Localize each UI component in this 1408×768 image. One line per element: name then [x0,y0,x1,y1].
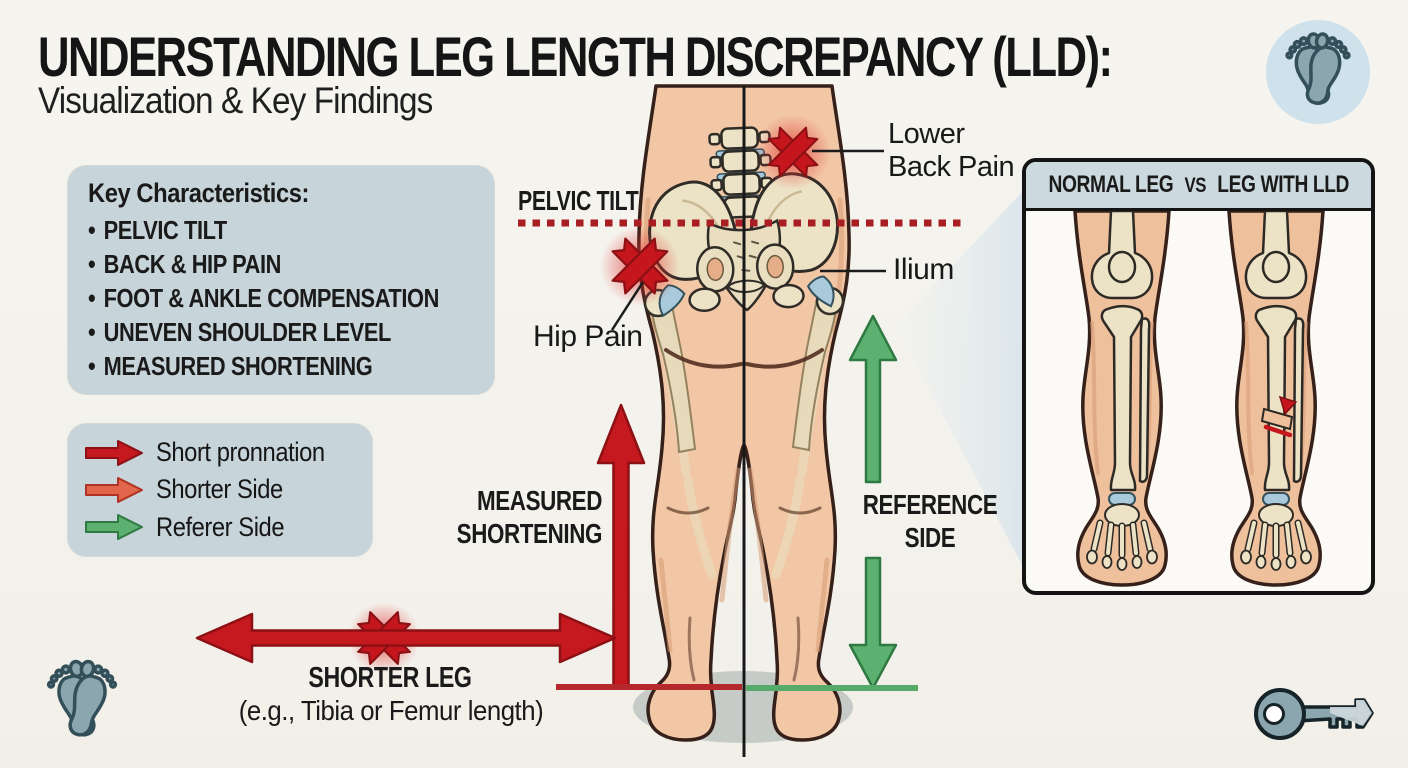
hip-pain-mark [600,226,680,306]
shorter-leg-label: SHORTER LEG [308,662,472,694]
lower-back-pain-mark [755,114,831,190]
normal-leg [1073,211,1171,587]
list-item: •UNEVEN SHOULDER LEVEL [88,317,391,347]
orange-arrow-icon [85,476,143,503]
reference-side-label-line1: REFERENCE [862,489,998,520]
pelvic-tilt-label: PELVIC TILT [518,185,639,216]
legend-item: Short pronnation [82,436,358,470]
legend-box: Short pronnation Shorter Side Referer Si… [68,424,372,556]
header-normal-leg: NORMAL LEG [1048,171,1174,198]
light-beam [896,192,1022,565]
list-item: •PELVIC TILT [88,215,227,245]
legend-item: Shorter Side [82,473,358,507]
list-item: •MEASURED SHORTENING [88,351,373,381]
legend-label: Short pronnation [156,437,325,468]
footprints-icon [1266,20,1370,124]
comparison-panel-header: NORMAL LEG VS LEG WITH LLD [1026,162,1371,211]
red-arrow-icon [85,439,143,466]
shorter-leg-note: (e.g., Tibia or Femur length) [238,695,544,726]
hip-pain-label: Hip Pain [533,320,643,353]
lower-back-pain-label-line1: Lower [888,118,965,150]
pointer-lines [610,149,886,331]
header-leg-with-lld: LEG WITH LLD [1217,171,1349,198]
key-characteristics-list: •PELVIC TILT •BACK & HIP PAIN •FOOT & AN… [88,213,474,383]
reference-side-label-line2: SIDE [904,522,956,553]
ilium-label: Ilium [893,253,954,286]
legend-label: Shorter Side [156,474,283,505]
key-icon [1254,688,1374,740]
measured-shortening-arrow [596,403,646,689]
legend-label: Referer Side [156,511,285,542]
key-characteristics-box: Key Characteristics: •PELVIC TILT •BACK … [68,166,494,394]
green-arrow-icon [85,514,143,541]
list-item: •FOOT & ANKLE COMPENSATION [88,283,439,313]
comparison-panel: NORMAL LEG VS LEG WITH LLD [1022,158,1375,595]
lld-leg [1227,211,1325,587]
lower-back-pain-label-line2: Back Pain [888,151,1015,183]
legend-item: Referer Side [82,510,358,544]
page-title: UNDERSTANDING LEG LENGTH DISCREPANCY (LL… [38,25,1113,88]
page-subtitle: Visualization & Key Findings [38,80,433,121]
header-vs: VS [1184,174,1206,197]
measured-shortening-label-line1: MEASURED [477,485,602,516]
body-figure [637,84,851,742]
shorter-leg-arrow [195,612,617,664]
measured-shortening-label-line2: SHORTENING [456,518,603,549]
footprints-icon [46,659,118,737]
leg-comparison-illustration [1073,211,1325,587]
key-characteristics-heading: Key Characteristics: [88,178,310,208]
list-item: •BACK & HIP PAIN [88,249,281,279]
reference-side-arrow [848,314,898,690]
